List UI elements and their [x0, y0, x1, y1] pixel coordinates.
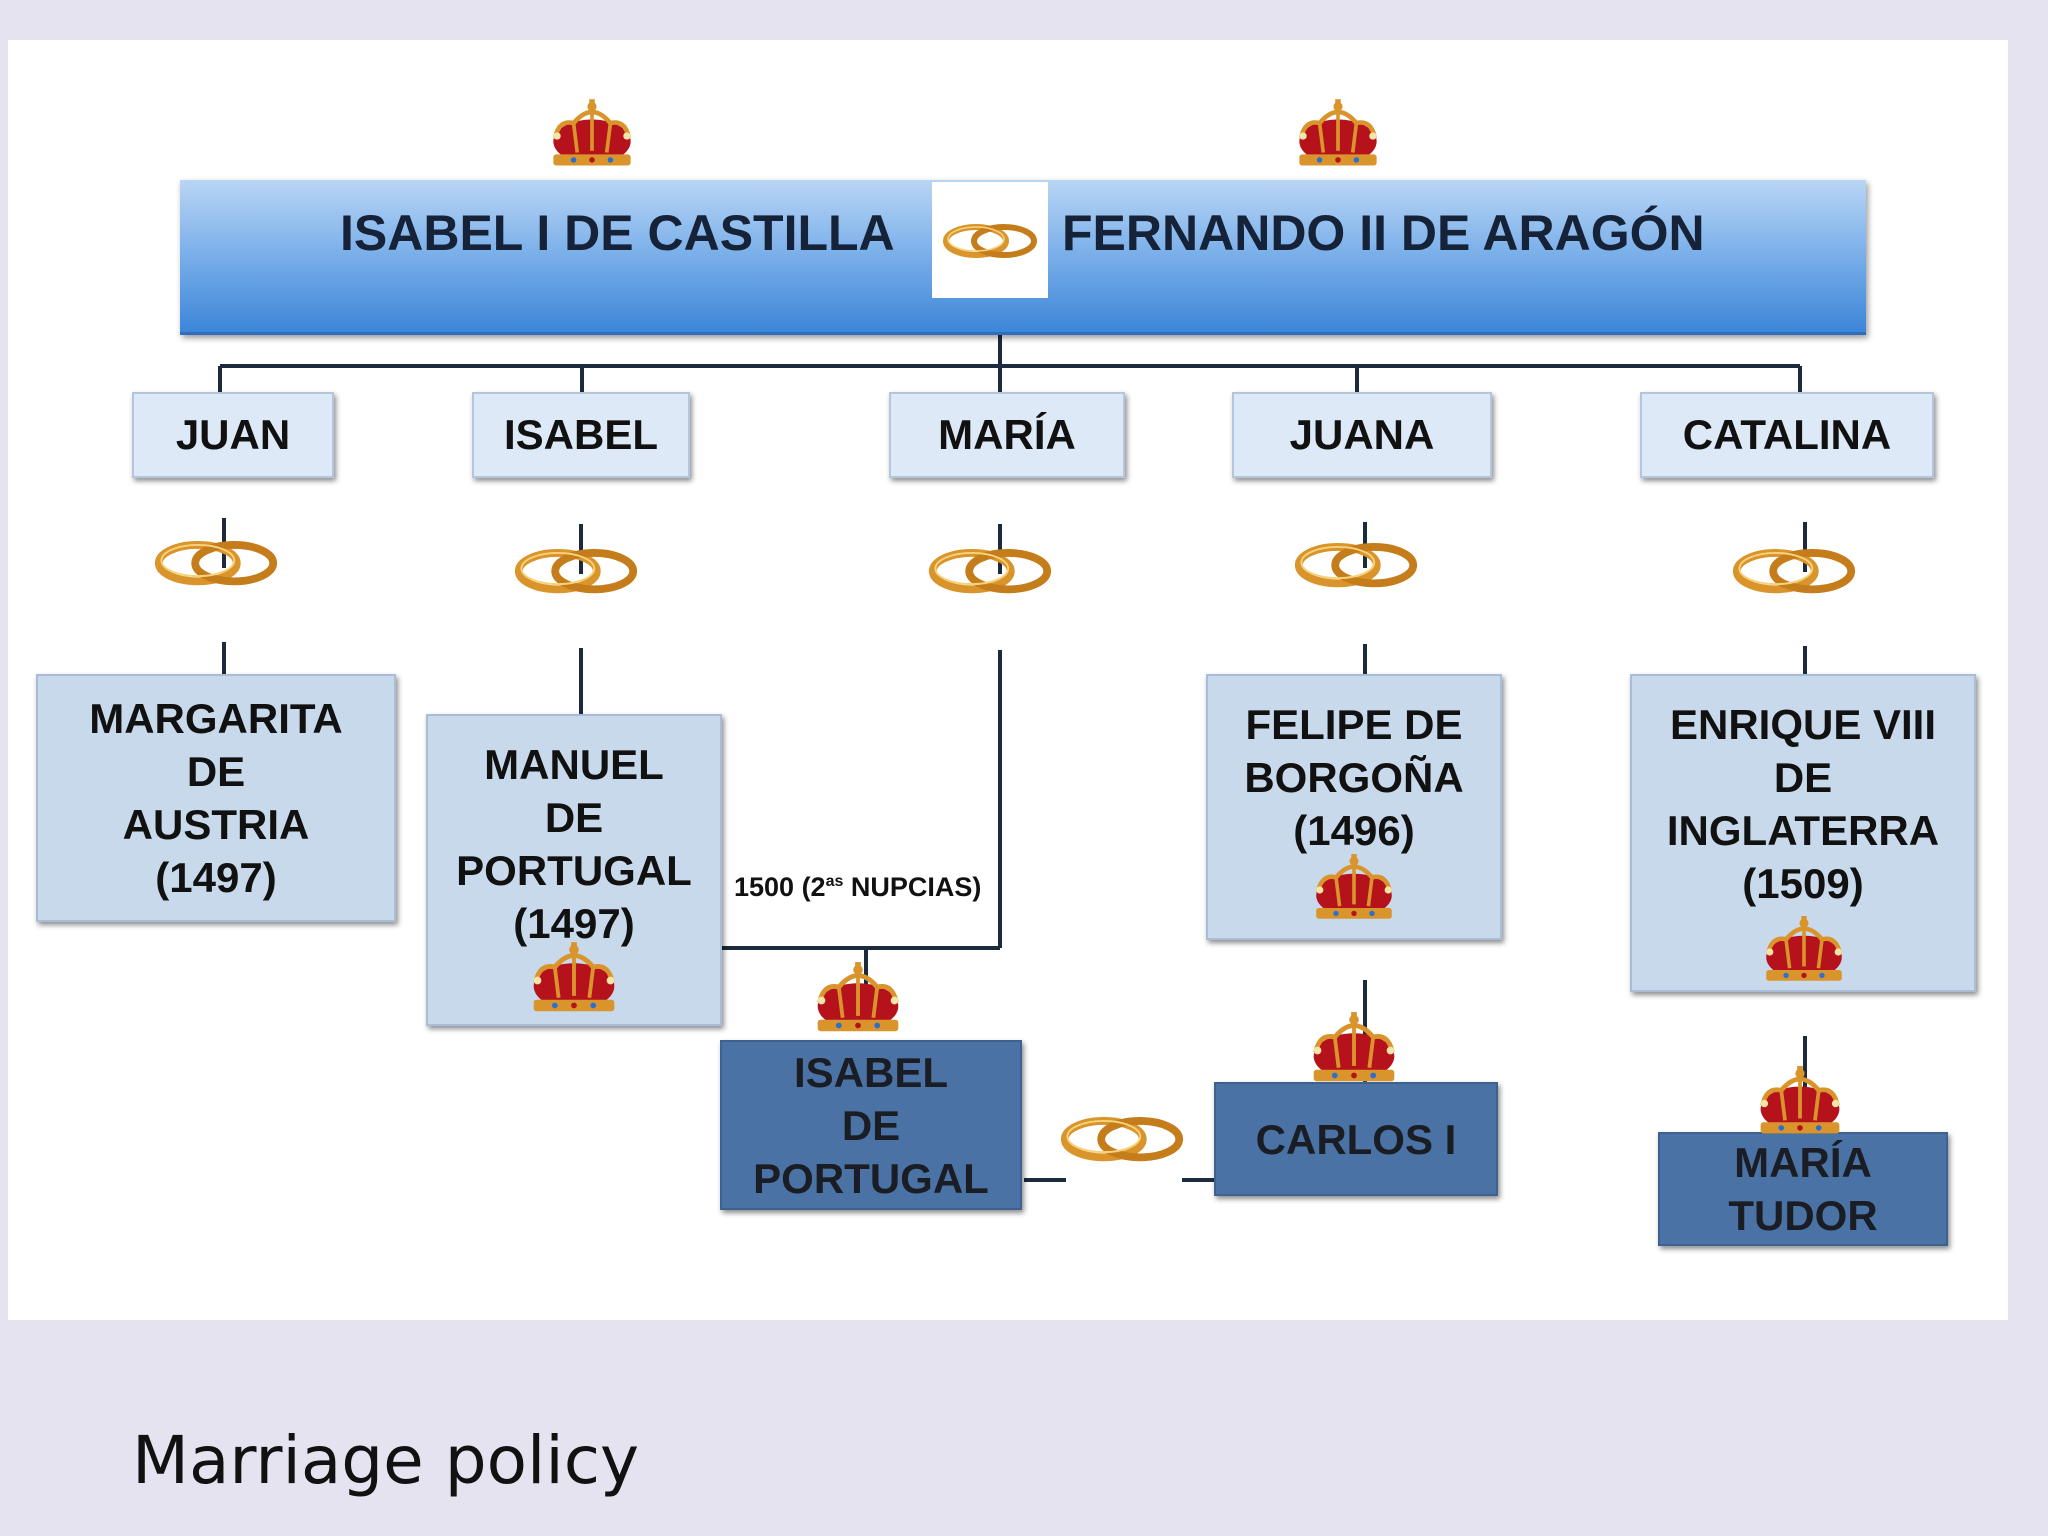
grandchild-line: PORTUGAL — [753, 1154, 989, 1202]
child-label: MARÍA — [938, 411, 1076, 458]
spouse-line: (1509) — [1742, 860, 1864, 907]
spouse-line: BORGOÑA — [1244, 754, 1464, 801]
child-label: ISABEL — [503, 411, 658, 458]
second-marriage-note: 1500 (2as NUPCIAS) — [734, 872, 981, 903]
spouse-line: MANUEL — [484, 741, 664, 788]
child-label: JUANA — [1289, 411, 1435, 458]
crown-icon — [1292, 99, 1384, 173]
grandchild-isabel-de-portugal: ISABEL DE PORTUGAL — [720, 1040, 1022, 1210]
slide: ISABEL I DE CASTILLA FERNANDO II DE ARAG… — [8, 40, 2008, 1320]
child-maria: MARÍA — [889, 392, 1125, 478]
crown-icon — [526, 941, 622, 1019]
spouse-line: (1497) — [155, 854, 277, 901]
spouse-line: (1497) — [513, 900, 635, 947]
crown-icon — [546, 99, 638, 173]
child-juana: JUANA — [1232, 392, 1492, 478]
note-prefix: 1500 (2 — [734, 872, 826, 902]
spouse-enrique: ENRIQUE VIII DE INGLATERRA (1509) — [1630, 674, 1976, 992]
grandchild-maria-tudor: MARÍA TUDOR — [1658, 1132, 1948, 1246]
child-label: CATALINA — [1682, 411, 1892, 458]
wedding-rings-icon — [1057, 1109, 1187, 1168]
spouse-line: DE — [186, 748, 246, 795]
grandchild-line: DE — [841, 1101, 901, 1149]
grandchild-line: CARLOS I — [1255, 1115, 1457, 1163]
wedding-rings-icon — [940, 218, 1040, 263]
grandchild-carlos: CARLOS I — [1214, 1082, 1498, 1196]
spouse-line: AUSTRIA — [122, 801, 310, 848]
note-suffix: NUPCIAS) — [843, 872, 982, 902]
crown-icon — [1309, 854, 1399, 926]
wedding-rings-icon — [151, 533, 281, 592]
wedding-rings-icon — [511, 541, 641, 600]
spouse-manuel: MANUEL DE PORTUGAL (1497) — [426, 714, 722, 1026]
parent-isabel: ISABEL I DE CASTILLA — [340, 205, 895, 261]
child-catalina: CATALINA — [1640, 392, 1934, 478]
spouse-line: ENRIQUE VIII — [1669, 701, 1937, 748]
spouse-line: DE — [1773, 754, 1833, 801]
spouse-line: FELIPE DE — [1245, 701, 1463, 748]
parents-rings-frame — [932, 182, 1048, 298]
wedding-rings-icon — [925, 541, 1055, 600]
slide-caption: Marriage policy — [132, 1422, 640, 1499]
spouse-margarita: MARGARITA DE AUSTRIA (1497) — [36, 674, 396, 922]
parent-fernando: FERNANDO II DE ARAGÓN — [1062, 205, 1705, 261]
child-juan: JUAN — [132, 392, 334, 478]
spouse-line: PORTUGAL — [456, 847, 692, 894]
spouse-line: (1496) — [1293, 807, 1415, 854]
crown-icon — [1306, 1011, 1402, 1089]
spouse-line: MARGARITA — [89, 695, 343, 742]
grandchild-line: TUDOR — [1728, 1192, 1878, 1239]
grandchild-line: ISABEL — [793, 1048, 948, 1096]
note-superscript: as — [825, 873, 844, 890]
child-label: JUAN — [175, 411, 291, 458]
crown-icon — [1753, 1066, 1847, 1141]
crown-icon — [810, 961, 906, 1039]
spouse-line: DE — [544, 794, 604, 841]
wedding-rings-icon — [1729, 541, 1859, 600]
grandchild-line: MARÍA — [1734, 1139, 1872, 1186]
crown-icon — [1759, 916, 1849, 988]
child-isabel: ISABEL — [472, 392, 690, 478]
wedding-rings-icon — [1291, 535, 1421, 594]
spouse-line: INGLATERRA — [1666, 807, 1940, 854]
